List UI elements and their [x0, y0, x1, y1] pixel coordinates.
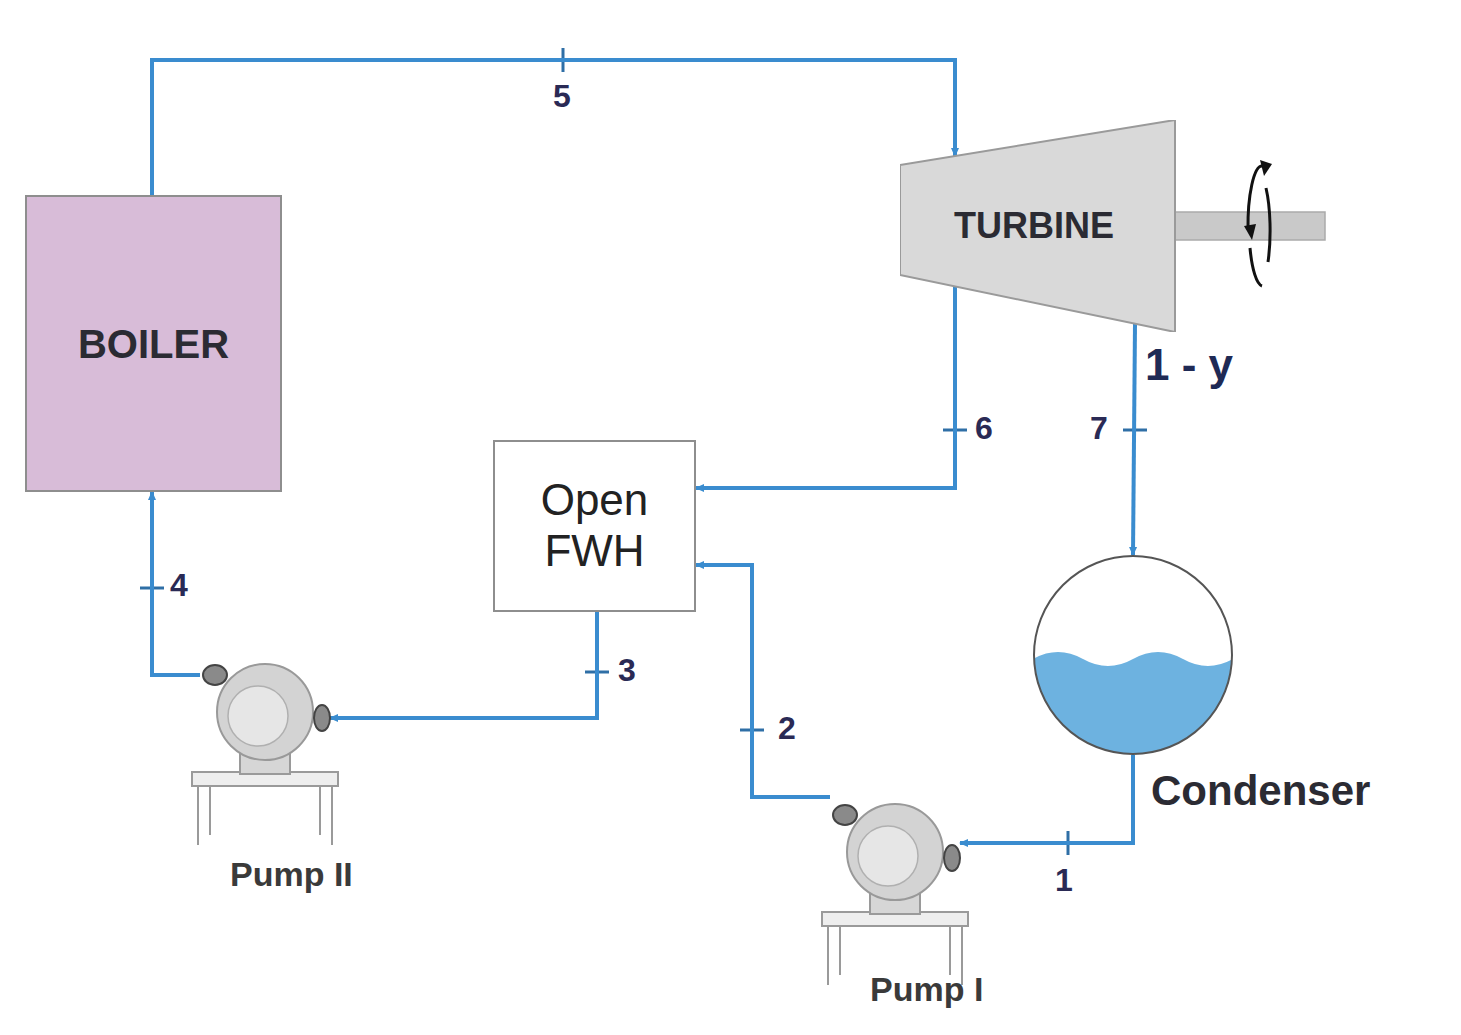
flow-line [330, 612, 597, 718]
flow-line [960, 755, 1133, 843]
flow-line [152, 492, 200, 675]
state-number: 6 [975, 410, 993, 447]
rotation-arrowhead [1244, 224, 1256, 240]
node-label: TURBINE [954, 205, 1114, 246]
flow-fraction: 1 - y [1145, 340, 1233, 390]
state-number: 4 [170, 567, 188, 604]
flow-line [152, 60, 955, 195]
state-number: 2 [778, 710, 796, 747]
state-number: 7 [1090, 410, 1108, 447]
turbine-shaft [1175, 212, 1325, 240]
pump-unit: Pump II [200, 650, 330, 770]
flow-line [1133, 324, 1135, 555]
boiler-box: BOILER [25, 195, 282, 492]
condenser-vessel: Condenser [1033, 555, 1233, 755]
state-number: 1 [1055, 862, 1073, 899]
rotation-arrowhead [1260, 160, 1272, 176]
condenser-outline [1033, 555, 1233, 755]
node-label: Condenser [1151, 767, 1370, 815]
flow-line [696, 286, 955, 488]
turbine-shape: TURBINE [900, 120, 1178, 332]
node-label: Open FWH [520, 475, 670, 576]
node-label: BOILER [78, 321, 229, 367]
flow-line [696, 565, 830, 797]
pump-symbol [200, 650, 330, 850]
pump-symbol [830, 790, 960, 990]
state-number: 3 [618, 652, 636, 689]
state-number: 5 [553, 78, 571, 115]
node-label: Pump I [870, 970, 983, 1009]
pump-unit: Pump I [830, 790, 960, 910]
heater-box: Open FWH [493, 440, 696, 612]
node-label: Pump II [230, 855, 353, 894]
